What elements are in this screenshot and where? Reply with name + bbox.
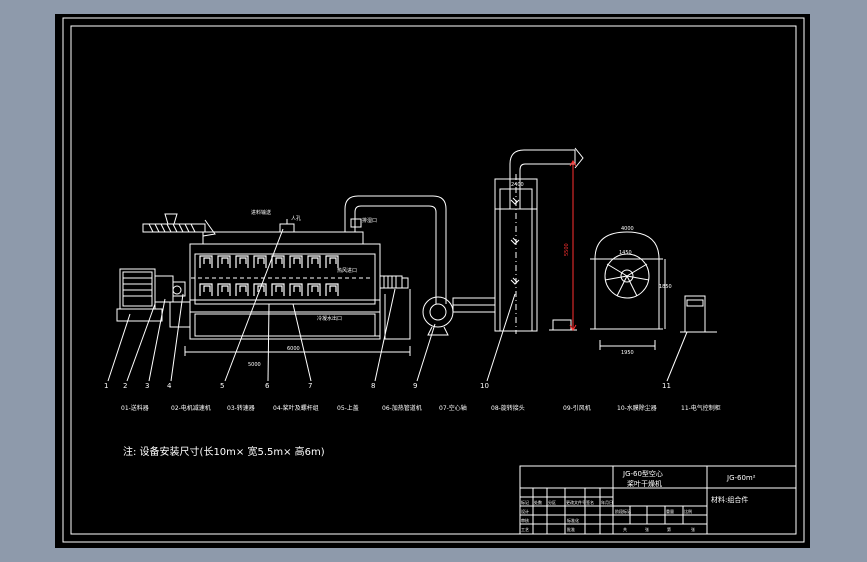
scrubber-tower [494,147,584,334]
manhole-label: 人孔 [291,215,301,222]
legend-item: 10-水膜除尘器 [617,404,657,412]
dim-small-a: 1450 [619,250,632,256]
title-block [519,465,797,535]
inner-border [70,25,797,535]
dim-6000: 6000 [287,346,300,352]
paddle-set [199,255,339,296]
title-line-2: 桨叶干燥机 [627,479,662,488]
outer-border [62,17,805,543]
tb-col-label: 分区 [548,499,556,505]
item-number-10: 10 [480,382,489,390]
legend-item: 06-加热管道机 [382,404,422,412]
tb-col-label: 年月日 [601,499,613,505]
item-number-4: 4 [167,382,172,390]
tb-stage-label: 阶段标记 [615,508,631,514]
dryer-dimensions [184,335,411,356]
tb-row-label: 标准化 [567,517,579,523]
interior-label: 热风进口 [337,267,357,274]
item-number-9: 9 [413,382,417,390]
rotary-joint [379,275,409,289]
leader-lines [107,228,688,382]
drive-motor [116,268,191,328]
legend-item: 09-引风机 [563,404,591,412]
title-line-1: JG-60型空心 [622,469,663,478]
tb-stage-label: 重量 [666,508,674,514]
legend-item: 02-电机减速机 [171,404,211,412]
dim-mill-width: 1950 [621,350,634,356]
cad-drawing: 进料输送 排湿口 人孔 热风进口 冷凝水出口 6000 5000 5500 40… [62,17,805,543]
tb-sheet-label: 第 [667,526,671,532]
dim-small-b: 1850 [659,284,672,290]
exhaust-label: 排湿口 [362,217,377,224]
item-number-6: 6 [265,382,270,390]
tb-col-label: 处数 [534,499,542,505]
legend-item: 11-电气控制柜 [681,404,721,412]
tb-row-label: 设计 [521,508,529,514]
tb-stage-label: 比例 [684,508,692,514]
dim-mill-top: 4000 [621,226,634,232]
item-number-1: 1 [104,382,108,390]
tb-sheet-label: 共 [623,526,627,532]
dryer-body [189,231,381,340]
steam-pipe [384,289,411,340]
tb-row-label: 标记 [521,499,529,505]
tb-sheet-label: 张 [645,526,649,532]
legend-item: 05-上盖 [337,404,359,412]
item-number-5: 5 [220,382,224,390]
dim-5000: 5000 [248,362,261,368]
control-cabinet [680,295,717,333]
dim-tower-height: 5500 [564,243,570,256]
item-number-8: 8 [371,382,375,390]
item-number-7: 7 [308,382,312,390]
tb-row-label: 批准 [567,526,575,532]
steam-in-label: 进料输送 [251,209,271,216]
crusher [590,231,666,350]
tb-row-label: 审核 [521,517,529,523]
legend-item: 01-送料器 [121,404,149,412]
installation-note: 注: 设备安装尺寸(长10m× 宽5.5m× 高6m) [123,445,325,458]
legend-item: 07-空心轴 [439,404,467,412]
material-label: 材料:组合件 [711,495,748,504]
tower-dimension [569,160,577,331]
legend-item: 04-桨叶及螺杆组 [273,404,319,412]
dim-small-c: 2400 [511,182,524,188]
legend-item: 08-旋转接头 [491,404,525,412]
model-label: JG-60m² [726,474,756,482]
air-duct [344,195,447,304]
legend-item: 03-转速器 [227,404,255,412]
drawing-sheet: 进料输送 排湿口 人孔 热风进口 冷凝水出口 6000 5000 5500 40… [55,14,810,548]
item-number-11: 11 [662,382,671,390]
tb-sheet-label: 张 [691,526,695,532]
tb-col-label: 更改文件号 [566,499,586,505]
item-number-3: 3 [145,382,149,390]
tb-row-label: 工艺 [521,527,529,532]
drain-label: 冷凝水出口 [317,315,342,322]
item-number-2: 2 [123,382,127,390]
feed-conveyor [142,213,216,237]
tb-col-label: 签名 [586,499,594,505]
